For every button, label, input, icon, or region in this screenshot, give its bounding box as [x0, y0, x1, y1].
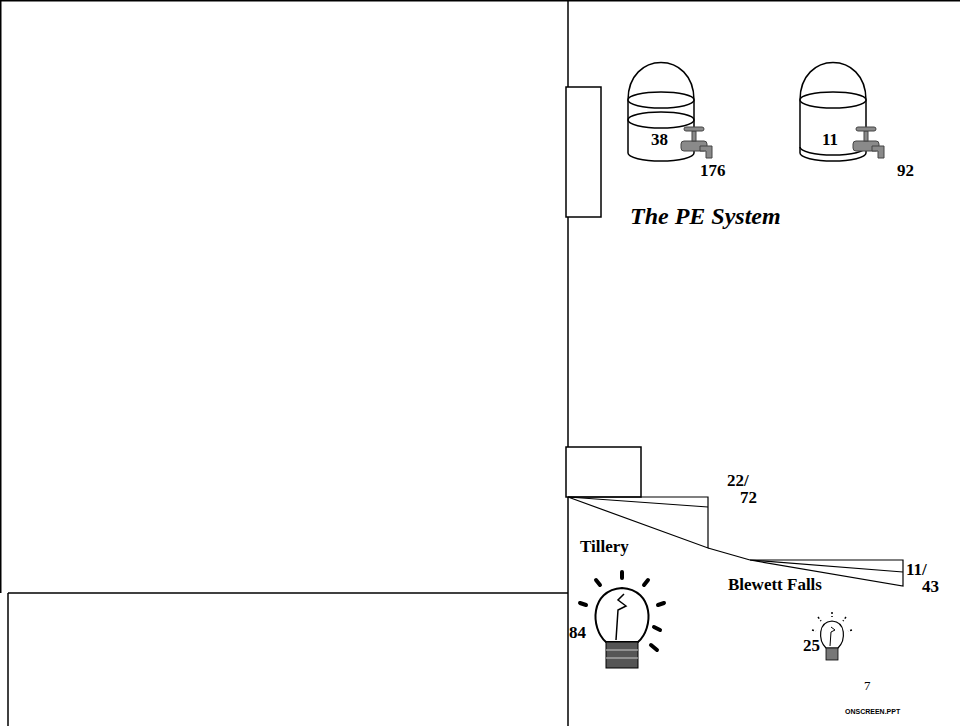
- water-level: [628, 112, 694, 128]
- slide-title: The PE System: [630, 204, 781, 228]
- label-slot: 7: [864, 679, 871, 692]
- faucet-spout: [872, 146, 884, 158]
- faucet-stem: [864, 131, 868, 141]
- capacity-number: 84: [569, 624, 586, 641]
- label-slot: 25: [803, 637, 820, 654]
- wedge-line: [750, 560, 903, 572]
- level-number: 38: [651, 131, 668, 148]
- label-slot: 176: [700, 162, 726, 179]
- label-slot: 92: [897, 162, 914, 179]
- ratio-number: 22/: [727, 472, 749, 489]
- label-slot: 11/: [906, 561, 927, 578]
- faucet-1: [681, 127, 712, 158]
- flow-number: 176: [700, 162, 726, 179]
- frame-line: [8, 592, 568, 594]
- capacity-number: 25: [803, 637, 820, 654]
- bulb-rays: [580, 572, 664, 650]
- faucet-2: [853, 127, 884, 158]
- reservoir-wedges: [568, 497, 903, 586]
- ray: [620, 572, 624, 578]
- side-tab: [566, 87, 601, 217]
- ray: [658, 603, 664, 605]
- ray: [596, 580, 600, 585]
- bulb-thread: [606, 650, 638, 651]
- faucet-stem: [692, 131, 696, 141]
- ray: [644, 580, 648, 585]
- ray: [843, 617, 846, 621]
- label-slot: ONSCREEN.PPT: [845, 708, 900, 715]
- bulb-filament: [830, 627, 835, 646]
- bulb-thread: [606, 658, 638, 659]
- flow-number: 92: [897, 162, 914, 179]
- page-number: 7: [864, 679, 871, 692]
- bulb-glass: [595, 588, 648, 642]
- faucet-handle: [684, 127, 704, 131]
- wedge-line: [568, 497, 708, 507]
- bulb-glass: [821, 621, 844, 648]
- faucet-spout: [700, 146, 712, 158]
- label-slot: 11: [822, 131, 838, 148]
- frame-line: [0, 0, 960, 2]
- ray: [580, 603, 586, 605]
- label-slot: 38: [651, 131, 668, 148]
- label-slot: 22/: [727, 472, 749, 489]
- bulb-base: [826, 648, 838, 660]
- level-number: 11: [822, 131, 838, 148]
- river-line: [708, 548, 750, 560]
- label-slot: Blewett Falls: [728, 576, 822, 593]
- ray: [831, 612, 833, 617]
- ratio-number: 11/: [906, 561, 927, 578]
- station-name: Blewett Falls: [728, 576, 822, 593]
- frame-line: [7, 593, 9, 726]
- label-slot: 72: [740, 489, 757, 506]
- dam-box: [566, 447, 641, 497]
- ratio-number: 43: [922, 578, 939, 595]
- bucket-rim: [800, 92, 866, 108]
- frame-line: [0, 0, 2, 593]
- ratio-number: 72: [740, 489, 757, 506]
- ray: [654, 627, 660, 630]
- label-slot: Tillery: [580, 538, 629, 555]
- lightbulb-large: [580, 572, 664, 668]
- station-name: Tillery: [580, 538, 629, 555]
- ray: [848, 630, 852, 631]
- ray: [812, 630, 816, 631]
- ray: [651, 645, 657, 650]
- bucket-rim: [628, 92, 694, 108]
- title-slot: The PE System: [630, 204, 781, 228]
- bulb-filament: [616, 594, 626, 640]
- bulb-base: [606, 642, 638, 668]
- ray: [818, 617, 821, 621]
- file-name: ONSCREEN.PPT: [845, 708, 900, 715]
- label-slot: 43: [922, 578, 939, 595]
- bulb-rays: [812, 612, 852, 631]
- faucet-handle: [856, 127, 876, 131]
- label-slot: 84: [569, 624, 586, 641]
